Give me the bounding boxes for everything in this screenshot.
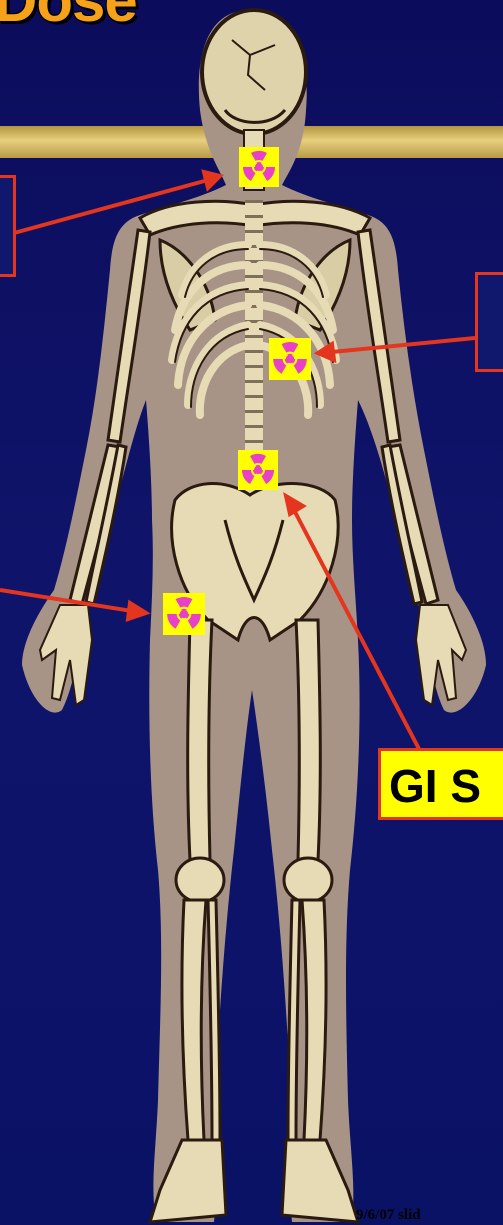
radiation-trefoil-icon: [238, 450, 278, 490]
lumbar-radiation-marker: [238, 450, 278, 490]
spine-radiation-marker: [269, 338, 311, 380]
hip-radiation-marker: [163, 593, 205, 635]
right-label-box: [475, 272, 503, 372]
radiation-trefoil-icon: [269, 338, 311, 380]
slide-title: Dose: [0, 0, 137, 35]
thyroid-radiation-marker: [239, 147, 279, 187]
slide-footer: 9/6/07 slid: [356, 1207, 421, 1224]
left-label-box: [0, 175, 16, 277]
gi-label-box: GI S: [378, 748, 503, 820]
radiation-trefoil-icon: [239, 147, 279, 187]
radiation-trefoil-icon: [163, 593, 205, 635]
